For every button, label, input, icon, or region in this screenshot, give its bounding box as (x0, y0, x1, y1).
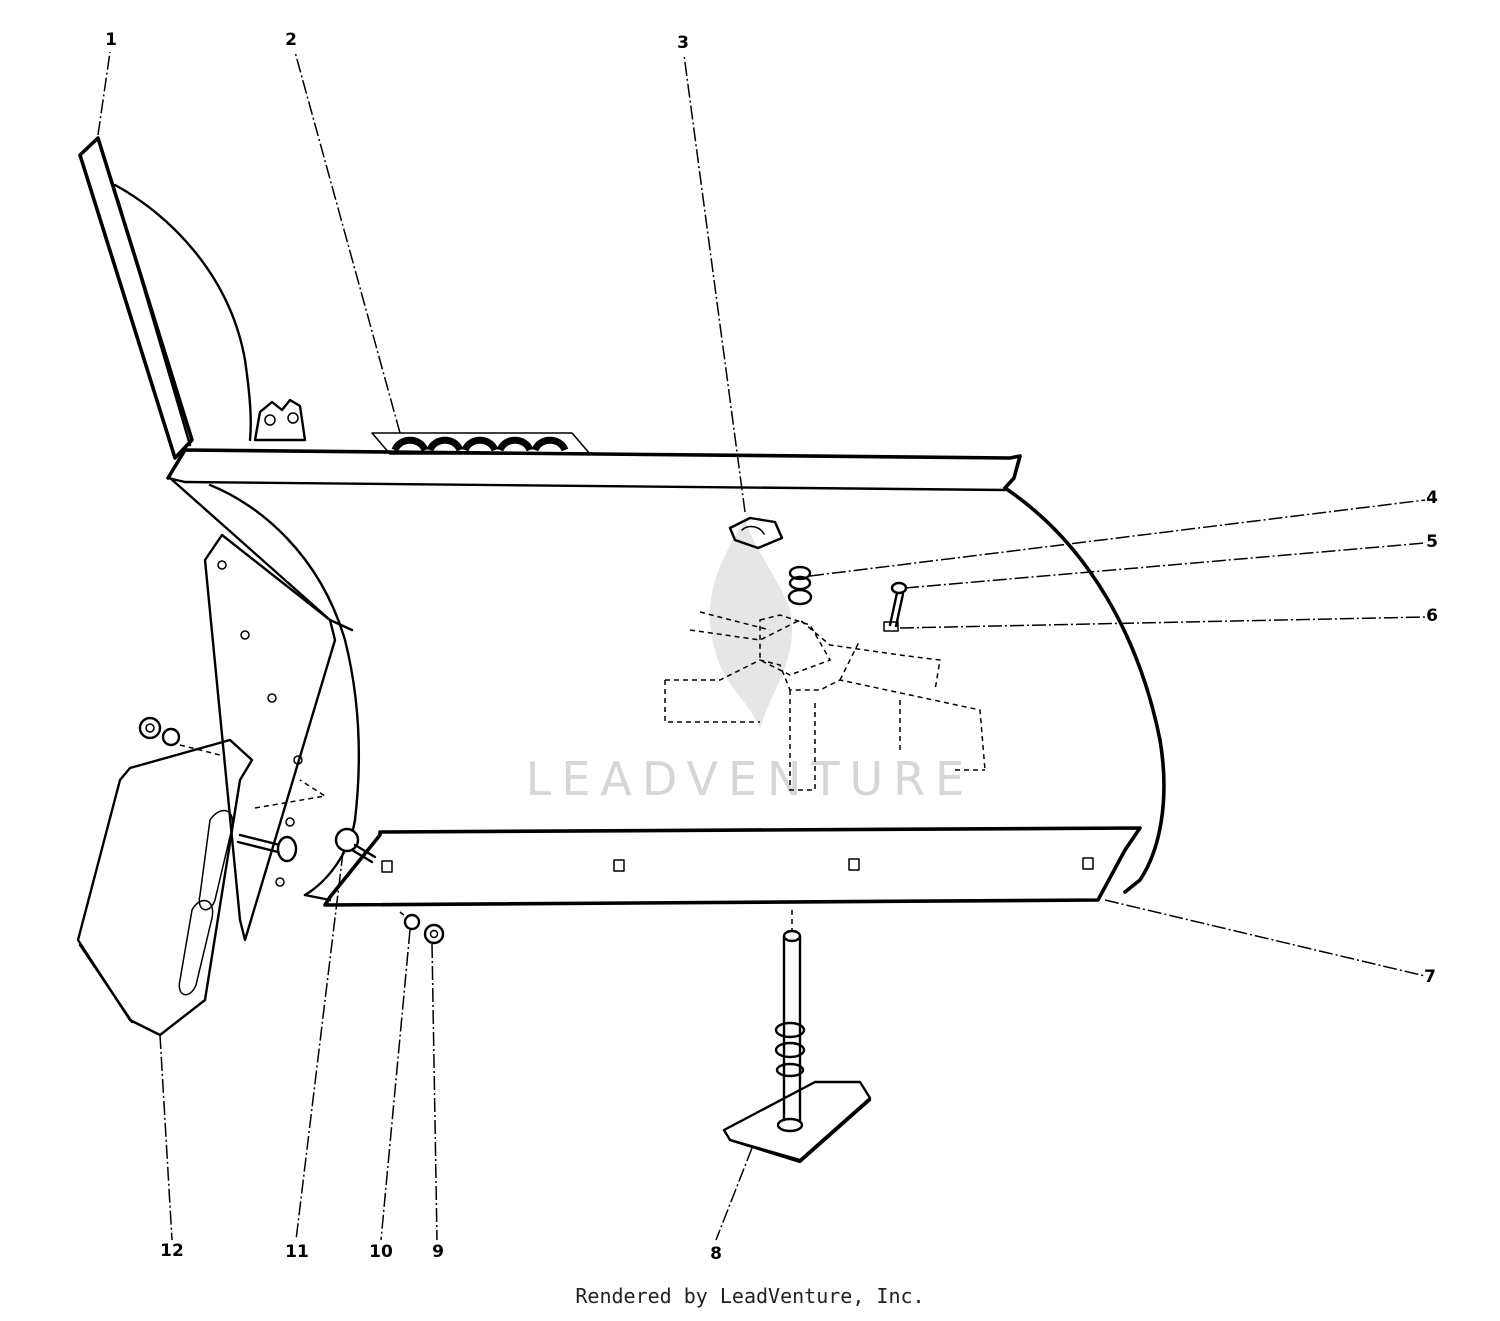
skid-nut-washer (138, 716, 181, 747)
callout-10: 10 (369, 1242, 393, 1262)
moldboard (166, 448, 1166, 902)
part-4-spring-washer (787, 565, 813, 606)
skid-bolt (236, 833, 298, 863)
callout-2: 2 (285, 30, 297, 50)
watermark-flame-icon (709, 520, 793, 730)
callout-8: 8 (710, 1244, 722, 1264)
callout-3: 3 (677, 33, 689, 53)
part-1-left-wing (78, 136, 252, 460)
callout-6: 6 (1426, 606, 1438, 626)
part-5-bolt (888, 581, 908, 628)
part-3-bracket (728, 516, 784, 550)
part-11-bolt (334, 827, 377, 864)
part-9-10-nut-washer (399, 911, 445, 945)
callout-7: 7 (1424, 967, 1436, 987)
callout-labels: 1 2 3 4 5 6 7 8 9 10 11 12 (105, 30, 1438, 1264)
watermark: LEADVENTURE (526, 520, 975, 806)
callout-9: 9 (432, 1242, 444, 1262)
watermark-text: LEADVENTURE (526, 752, 975, 806)
side-plate (203, 533, 337, 942)
callout-12: 12 (160, 1241, 184, 1261)
part-6-nut (883, 621, 899, 632)
callout-1: 1 (105, 30, 117, 50)
callout-4: 4 (1426, 488, 1438, 508)
part-7-cutting-edge (323, 826, 1142, 907)
leader-lines (97, 51, 1426, 1241)
render-credit: Rendered by LeadVenture, Inc. (575, 1284, 925, 1308)
part-8-shoe-post (722, 910, 872, 1164)
hidden-mount-frame (664, 611, 986, 791)
hinge-bracket (253, 398, 307, 442)
callout-11: 11 (285, 1242, 309, 1262)
callout-5: 5 (1426, 532, 1438, 552)
part-12-skid-shoe (76, 716, 328, 1037)
